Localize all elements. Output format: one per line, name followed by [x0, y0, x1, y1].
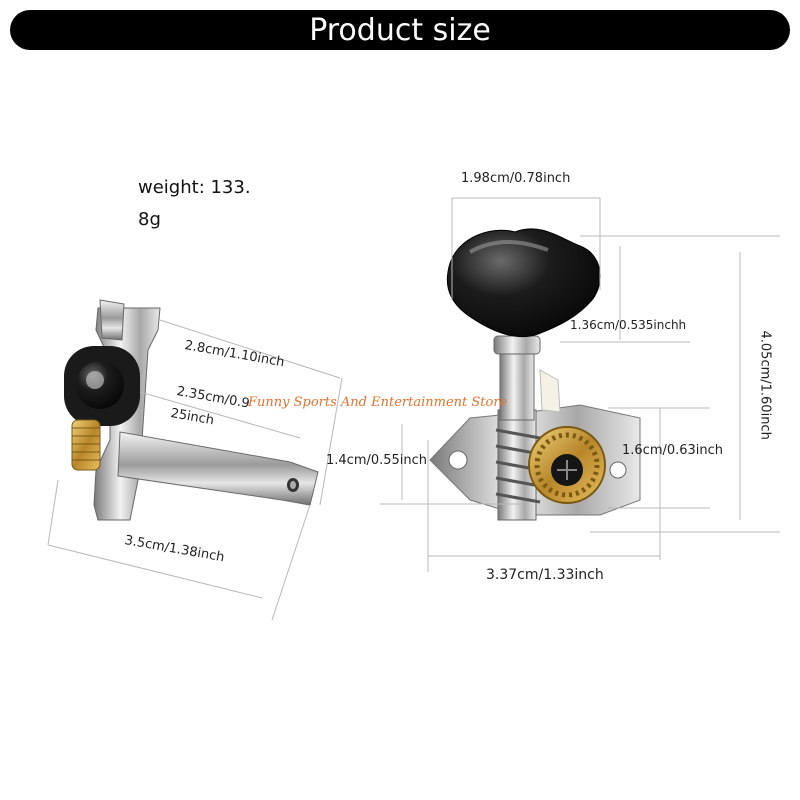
weight-line-1: weight: 133.: [138, 177, 251, 198]
right-dimension-lines: [380, 197, 780, 572]
left-dimension-lines: [47, 319, 343, 621]
weight-text: weight: 133. 8g: [138, 172, 278, 236]
label-button-width: 1.98cm/0.78inch: [461, 171, 571, 186]
label-gear: 1.6cm/0.63inch: [622, 443, 724, 458]
right-tuner: [429, 228, 641, 521]
weight-line-2: 8g: [138, 209, 161, 230]
label-total-height: 4.05cm/1.60inch: [757, 330, 773, 440]
banner-title: Product size: [309, 12, 491, 48]
label-plate-width: 3.37cm/1.33inch: [486, 567, 604, 583]
label-height: 1.4cm/0.55inch: [326, 453, 428, 468]
left-tuner: [64, 299, 319, 521]
product-size-banner: Product size: [10, 10, 790, 50]
watermark: Funny Sports And Entertainment Store: [248, 395, 508, 410]
label-button-height: 1.36cm/0.535inchh: [570, 318, 687, 332]
